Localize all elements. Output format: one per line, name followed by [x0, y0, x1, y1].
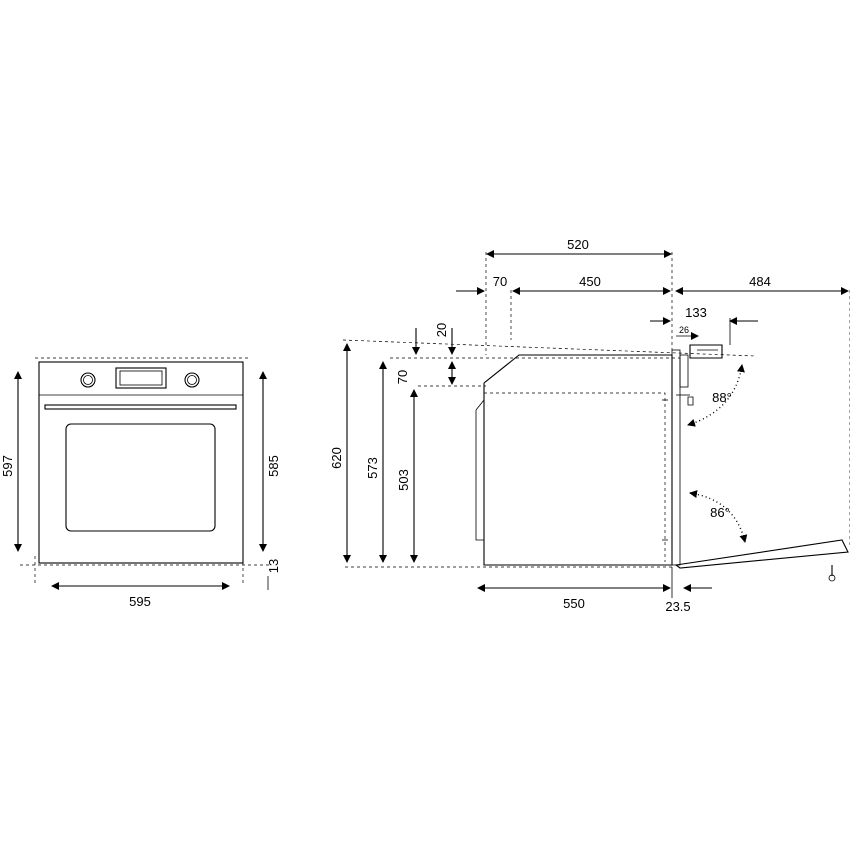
angle-86: 86° [710, 505, 730, 520]
angle-arc-88 [687, 364, 745, 427]
dim-70-side: 70 [395, 370, 410, 384]
dim-597: 597 [0, 455, 15, 477]
dim-23-5: 23.5 [665, 599, 690, 614]
dim-13: 13 [266, 559, 281, 573]
knob-right-icon [184, 372, 200, 388]
dim-585: 585 [266, 455, 281, 477]
front-view: 597 585 13 595 [0, 357, 281, 609]
handle-side [689, 344, 723, 359]
door-closed [671, 349, 681, 566]
side-view: 520 70 450 484 133 26 620 573 503 20 70 [329, 237, 850, 614]
angle-arc-86 [689, 490, 748, 543]
oven-side-body [483, 354, 673, 566]
dim-70-top: 70 [493, 274, 507, 289]
dim-484: 484 [749, 274, 771, 289]
door-window [65, 423, 216, 532]
dim-595: 595 [129, 594, 151, 609]
dim-450: 450 [579, 274, 601, 289]
dim-133: 133 [685, 305, 707, 320]
display-panel [115, 367, 167, 389]
oven-front-outline [38, 361, 244, 564]
dim-573: 573 [365, 457, 380, 479]
angle-88: 88° [712, 390, 732, 405]
dim-620: 620 [329, 447, 344, 469]
dim-550: 550 [563, 596, 585, 611]
dim-520: 520 [567, 237, 589, 252]
dim-20: 20 [434, 323, 449, 337]
door-open [674, 539, 849, 569]
dim-26: 26 [679, 325, 689, 335]
door-handle [44, 404, 237, 410]
dim-503: 503 [396, 469, 411, 491]
knob-left-icon [80, 372, 96, 388]
